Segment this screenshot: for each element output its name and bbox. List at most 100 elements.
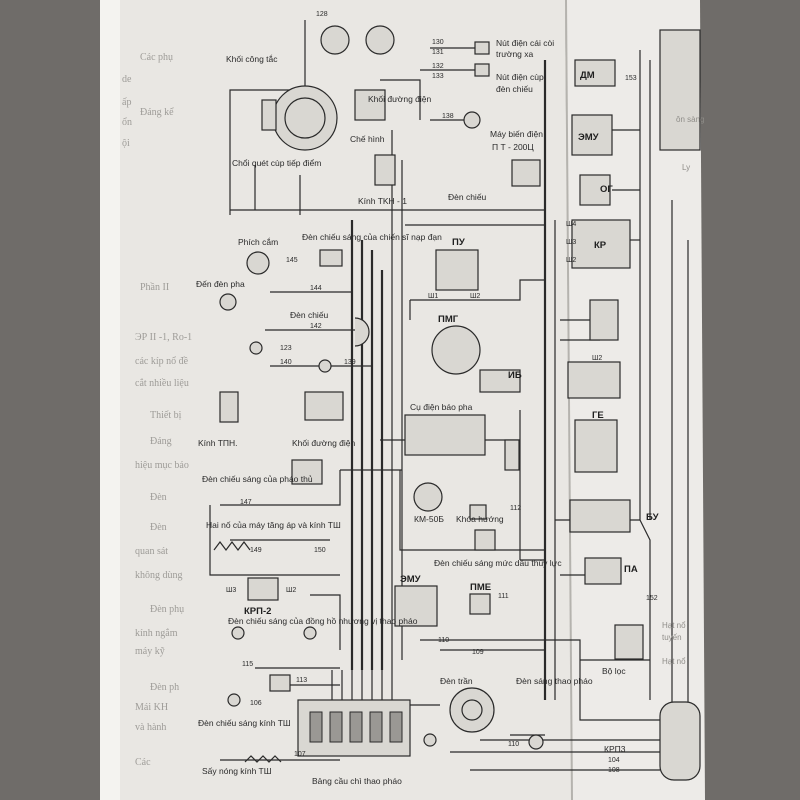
connector-label: Ш2: [470, 293, 480, 300]
svg-text:Đèn: Đèn: [150, 522, 167, 533]
wire-number: 142: [310, 323, 322, 330]
svg-text:kính ngắm: kính ngắm: [135, 628, 178, 639]
label-den-dong-ho: Đèn chiếu sáng của đồng hồ nhương vị tha…: [228, 616, 418, 626]
wire-number: 144: [310, 285, 322, 292]
wire-number: 153: [625, 75, 637, 82]
wire-number: 111: [498, 593, 509, 600]
label-den-kinh-tu: Đèn chiếu sáng kính TШ: [198, 718, 291, 728]
tkh-sight: [374, 154, 396, 186]
kp-relay: [571, 219, 631, 269]
label-den-chieu-sang-phao-thu: Đèn chiếu sáng của pháo thủ: [202, 474, 313, 484]
label-che-hinh: Chế hình: [350, 134, 385, 144]
wire-number: 139: [344, 359, 356, 366]
label-pa: ПА: [624, 564, 638, 575]
wire-number: 152: [646, 595, 658, 602]
wire-number: 106: [250, 700, 262, 707]
label-ib: ИБ: [508, 370, 522, 381]
wire-number: 150: [314, 547, 326, 554]
emu-right: [571, 114, 613, 156]
svg-text:ấp: ấp: [122, 97, 131, 108]
svg-text:de: de: [122, 74, 132, 85]
label-den-den-pha: Đến đèn pha: [196, 279, 245, 289]
label-phich-cam: Phích cắm: [238, 237, 278, 247]
right-connector: [659, 701, 701, 781]
label-pt: П Т - 200Ц: [492, 142, 534, 152]
svg-text:Hạt nổ: Hạt nổ: [662, 621, 686, 630]
wire-number: 132: [432, 63, 444, 70]
connector-label: Ш3: [226, 587, 236, 594]
label-choi-quet: Chổi quét cùp tiếp điểm: [232, 158, 321, 168]
label-by: БУ: [646, 512, 659, 523]
wire-number: 107: [294, 751, 306, 758]
components: [213, 25, 701, 781]
wire-number: 131: [432, 49, 444, 56]
og-unit: [579, 174, 611, 206]
label-den-tran: Đèn trần: [440, 676, 473, 686]
svg-text:ổn: ổn: [122, 117, 132, 128]
spotlight-reflector: [354, 317, 370, 347]
label-krp: КРП-2: [244, 606, 271, 617]
svg-text:hiệu mục bảo: hiệu mục bảo: [135, 460, 189, 471]
wire-number: 110: [508, 741, 519, 748]
page-edge: [100, 0, 120, 800]
wire-number: 110: [438, 637, 449, 644]
krp-2-relay: [247, 577, 279, 601]
km-50b: [413, 482, 443, 512]
wire-number: 140: [280, 359, 292, 366]
wire-number: 138: [442, 113, 454, 120]
wire-number: 104: [608, 757, 620, 764]
connector-label: Ш1: [428, 293, 438, 300]
wire-number: 113: [296, 677, 307, 684]
wire-number: 133: [432, 73, 444, 80]
label-khoa-huong: Khóa hướng: [456, 514, 504, 524]
svg-text:Các: Các: [135, 757, 151, 768]
connector-label: Ш4: [566, 221, 576, 228]
wire-number: 128: [316, 11, 328, 18]
khoi-duong-dien-block: [304, 391, 344, 421]
pmg-motor: [431, 325, 481, 375]
svg-text:Đèn phụ: Đèn phụ: [150, 604, 184, 615]
wire-number: 130: [432, 39, 444, 46]
page-fold: [565, 0, 573, 800]
label-pme: ПМЕ: [470, 582, 491, 593]
label-den-chieu-2: Đèn chiếu: [448, 192, 487, 202]
wire-number: 147: [240, 499, 252, 506]
connector-label: Ш2: [592, 355, 602, 362]
label-may-bien-dien: Máy biến điện: [490, 129, 543, 139]
connector-label: Ш3: [566, 239, 576, 246]
label-km: КМ-50Б: [414, 514, 444, 524]
label-bang-cau-chi: Bảng cầu chì thao pháo: [312, 776, 402, 786]
wire-number: 109: [472, 649, 484, 656]
label-den-chieu-3: Đèn chiếu: [290, 310, 329, 320]
wire-number: 149: [250, 547, 262, 554]
wire-number: 145: [286, 257, 298, 264]
svg-text:Ly: Ly: [682, 163, 690, 172]
label-nut-dien-cup: Nút điện cùp: [496, 72, 544, 82]
labels: Khối công tắc Khối đường điện Chế hình C…: [196, 11, 659, 786]
warning-device: [404, 414, 486, 456]
svg-text:Đèn ph: Đèn ph: [150, 682, 179, 693]
plug-socket: [246, 251, 270, 275]
label-den-chieu: đèn chiếu: [496, 84, 533, 94]
svg-text:Hạt nổ: Hạt nổ: [662, 657, 686, 666]
label-kinh-tkh: Kính TKH - 1: [358, 196, 407, 206]
label-bo-loc: Bộ lọc: [602, 666, 626, 676]
emu-amplifier: [394, 585, 438, 627]
label-khoi-cong-tac: Khối công tắc: [226, 54, 278, 64]
svg-text:cắt nhiều liệu: cắt nhiều liệu: [135, 378, 189, 389]
label-pmg: ПМГ: [438, 314, 459, 325]
wire-number: 115: [242, 661, 253, 668]
svg-text:Phần II: Phần II: [140, 282, 169, 293]
svg-text:không dùng: không dùng: [135, 570, 183, 581]
label-den-sang-thao-phao: Đèn sáng thao pháo: [516, 676, 593, 686]
svg-text:và hành: và hành: [135, 722, 166, 733]
label-den-chieu-sang-chien-si: Đèn chiếu sáng của chiến sĩ nạp đạn: [302, 232, 442, 242]
label-py: ПУ: [452, 237, 465, 248]
wire-number: 112: [510, 505, 521, 512]
connector-label: Ш2: [566, 257, 576, 264]
connector-label: Ш2: [286, 587, 296, 594]
label-hai-no: Hai nố của máy tăng áp và kính TШ: [206, 520, 341, 530]
label-emu-right: ЭМУ: [578, 132, 599, 143]
